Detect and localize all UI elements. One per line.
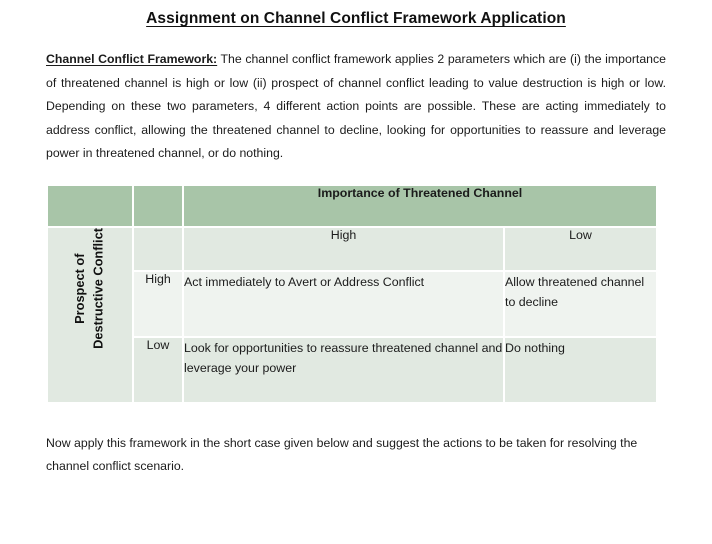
cell-low-low: Do nothing (505, 338, 657, 403)
row-level-high: High (134, 272, 182, 337)
cell-low-high: Look for opportunities to reassure threa… (184, 338, 503, 403)
matrix-row-high: High Act immediately to Avert or Address… (48, 272, 657, 337)
framework-matrix: Importance of Threatened Channel Prospec… (46, 166, 666, 405)
outro-paragraph: Now apply this framework in the short ca… (46, 436, 638, 474)
matrix-corner-cell-mid (134, 186, 182, 227)
matrix-header-row: Importance of Threatened Channel (48, 186, 657, 227)
intro-lead-label: Channel Conflict Framework: (46, 52, 218, 66)
row-axis-title-cell: Prospect of Destructive Conflict (48, 228, 132, 403)
matrix-blank-cell (134, 228, 182, 271)
matrix-corner-cell-left (48, 186, 132, 227)
matrix-subheader-row: Prospect of Destructive Conflict High Lo… (48, 228, 657, 403)
matrix-table: Importance of Threatened Channel Prospec… (46, 184, 659, 405)
cell-high-high: Act immediately to Avert or Address Conf… (184, 272, 503, 337)
column-axis-title: Importance of Threatened Channel (184, 186, 657, 227)
intro-paragraph: Channel Conflict Framework: The channel … (46, 28, 666, 166)
row-axis-title: Prospect of Destructive Conflict (72, 228, 106, 349)
matrix-row-low: Low Look for opportunities to reassure t… (48, 338, 657, 403)
intro-body-text: The channel conflict framework applies 2… (46, 52, 667, 161)
column-level-low: Low (505, 228, 657, 271)
page-title: Assignment on Channel Conflict Framework… (146, 10, 566, 27)
cell-high-low: Allow threatened channel to decline (505, 272, 657, 337)
column-level-high: High (184, 228, 503, 271)
row-level-low: Low (134, 338, 182, 403)
